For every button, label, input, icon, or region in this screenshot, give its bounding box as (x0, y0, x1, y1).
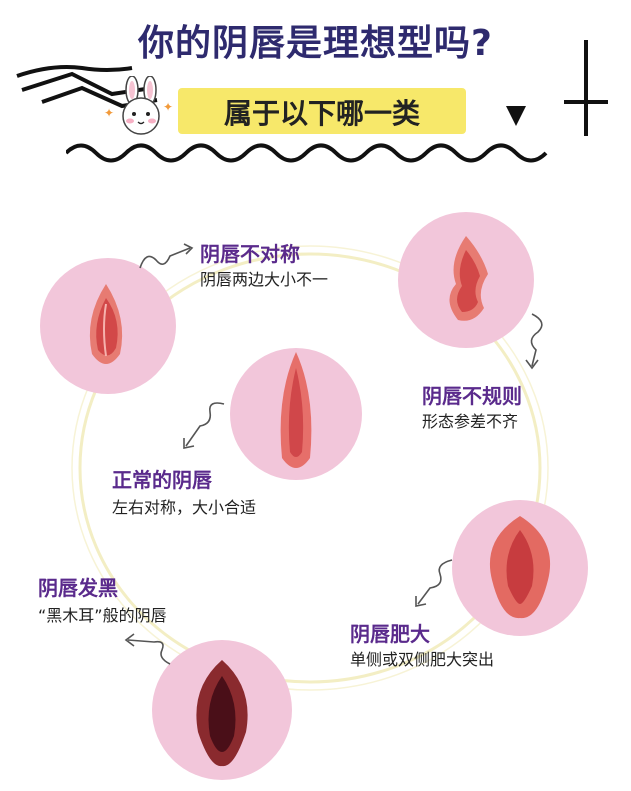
swirl-arrow-icon (525, 313, 543, 370)
category-desc-asymmetric: 阴唇两边大小不一 (200, 270, 329, 289)
asymmetric-labia-illustration (40, 258, 176, 394)
sparkle-icon: ✦ (163, 100, 174, 114)
category-title-normal: 正常的阴唇 (112, 468, 212, 492)
cycle-ring (71, 245, 549, 691)
swirl-arrow-icon (183, 402, 225, 449)
plus-cross-icon (564, 40, 608, 136)
category-desc-hypertrophic: 单侧或双侧肥大突出 (350, 650, 495, 669)
irregular-labia-illustration (398, 212, 534, 348)
swirl-arrow-icon (415, 559, 453, 607)
down-arrow-icon (506, 106, 526, 126)
page-title: 你的阴唇是理想型吗? (138, 23, 493, 64)
wavy-divider (66, 143, 548, 163)
category-title-asymmetric: 阴唇不对称 (200, 242, 300, 266)
category-title-dark: 阴唇发黑 (38, 576, 118, 600)
category-desc-irregular: 形态参差不齐 (422, 412, 519, 431)
category-title-irregular: 阴唇不规则 (422, 384, 522, 408)
sparkle-icon: ✦ (104, 106, 115, 120)
swirl-arrow-icon (124, 633, 171, 665)
hypertrophic-labia-illustration (452, 500, 588, 636)
swirl-arrow-icon (139, 243, 194, 269)
dark-labia-illustration (152, 640, 292, 780)
normal-labia-illustration (230, 348, 362, 480)
category-title-hypertrophic: 阴唇肥大 (350, 622, 430, 646)
subtitle: 属于以下哪一类 (223, 97, 420, 130)
subtitle-highlight (178, 88, 466, 134)
category-desc-normal: 左右对称，大小合适 (112, 498, 257, 517)
category-desc-dark: “黑木耳”般的阴唇 (38, 606, 167, 625)
bunny-mascot-icon (122, 76, 160, 135)
